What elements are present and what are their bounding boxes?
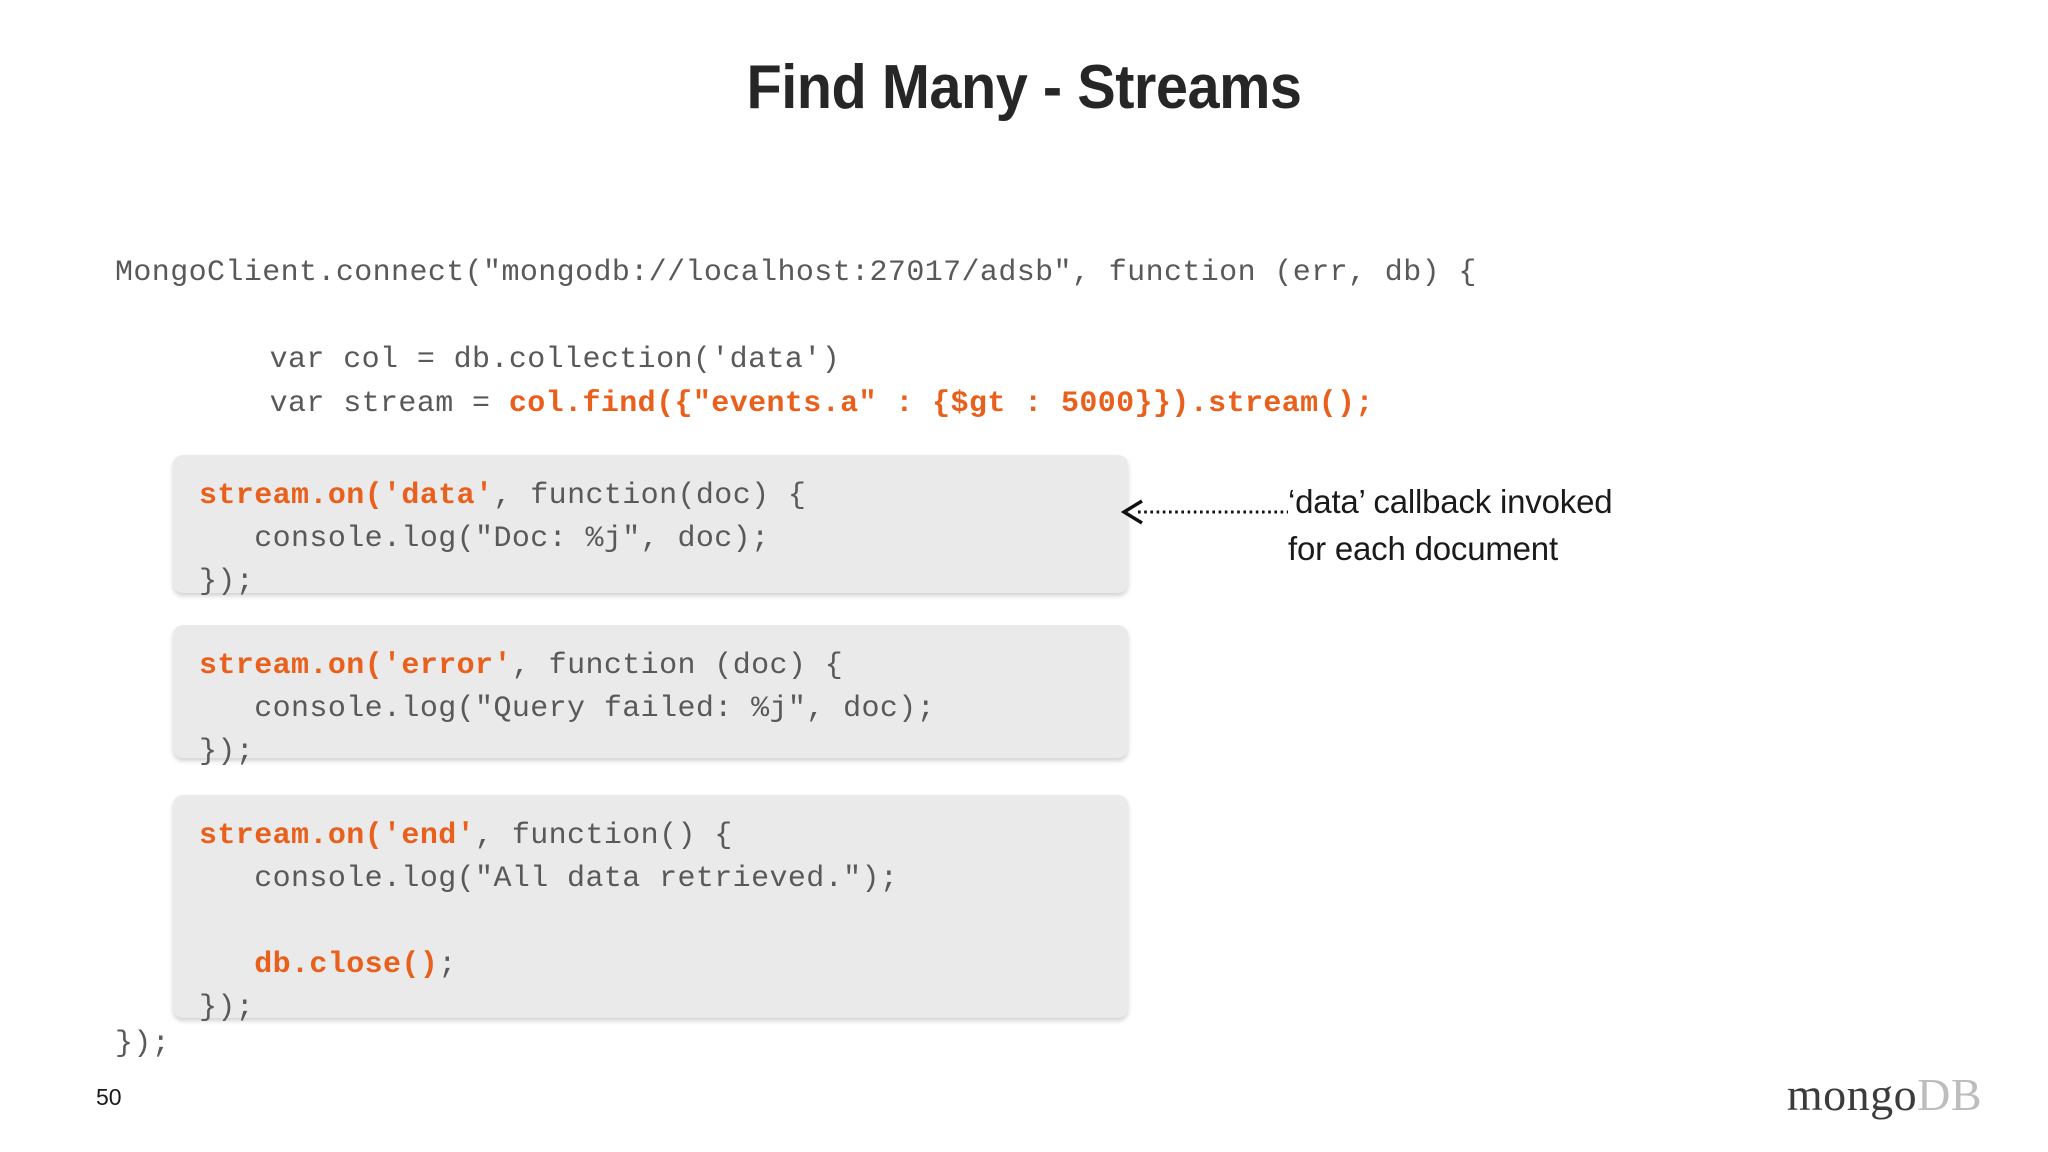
code-line-var-col: var col = db.collection('data') [196,343,841,377]
logo-text-db: DB [1917,1069,1982,1120]
code-box-end: stream.on('end', function() { console.lo… [173,795,1128,1025]
code-box-error-line-1: stream.on('error', function (doc) { [199,645,1102,688]
code-box-data-line-1: stream.on('data', function(doc) { [199,475,1102,518]
code-plain-error-3: }); [199,735,255,769]
code-box-end-line-2: console.log("All data retrieved."); [199,858,1102,901]
code-box-error: stream.on('error', function (doc) { cons… [173,625,1128,769]
code-box-end-line-5: }); [199,987,1102,1030]
code-accent-stream-on-error: stream.on('error' [199,649,512,683]
code-plain-data-3: }); [199,565,255,599]
code-plain-end-2: console.log("All data retrieved."); [199,862,899,896]
code-accent-stream-on-end: stream.on('end' [199,819,476,853]
annotation-arrow [1120,498,1290,526]
code-plain-error-2: console.log("Query failed: %j", doc); [199,692,936,726]
code-accent-db-close: db.close() [199,948,439,982]
code-line-var-stream: var stream = col.find({"events.a" : {$gt… [196,382,1374,426]
mongodb-logo: mongoDB [1787,1072,1982,1118]
code-box-data-line-3: }); [199,561,1102,604]
code-plain-error-1: , function (doc) { [511,649,844,683]
code-plain-end-4: ; [438,948,457,982]
annotation-line-1: ‘data’ callback invoked [1288,483,1613,520]
code-var-stream-find-call: col.find({"events.a" : {$gt : 5000}}).st… [508,387,1374,421]
code-box-data: stream.on('data', function(doc) { consol… [173,455,1128,599]
code-plain-end-5: }); [199,991,255,1025]
annotation-text: ‘data’ callback invoked for each documen… [1288,478,1718,572]
code-box-end-line-1: stream.on('end', function() { [199,815,1102,858]
annotation-line-2: for each document [1288,530,1558,567]
code-plain-end-1: , function() { [475,819,733,853]
code-plain-data-2: console.log("Doc: %j", doc); [199,522,770,556]
code-box-error-line-3: }); [199,731,1102,774]
page-title: Find Many - Streams [746,53,1302,122]
code-var-stream-prefix: var stream = [196,387,509,421]
code-box-end-line-4: db.close(); [199,944,1102,987]
logo-text-mongo: mongo [1786,1069,1918,1120]
code-line-closing: }); [115,1027,171,1061]
code-line-connect: MongoClient.connect("mongodb://localhost… [115,256,1477,290]
code-box-end-line-3-blank [199,901,1102,944]
code-plain-data-1: , function(doc) { [493,479,807,513]
code-box-data-line-2: console.log("Doc: %j", doc); [199,518,1102,561]
dotted-arrow-icon [1120,499,1288,525]
code-box-error-line-2: console.log("Query failed: %j", doc); [199,688,1102,731]
page-number: 50 [96,1084,122,1110]
code-accent-stream-on-data: stream.on('data' [199,479,494,513]
